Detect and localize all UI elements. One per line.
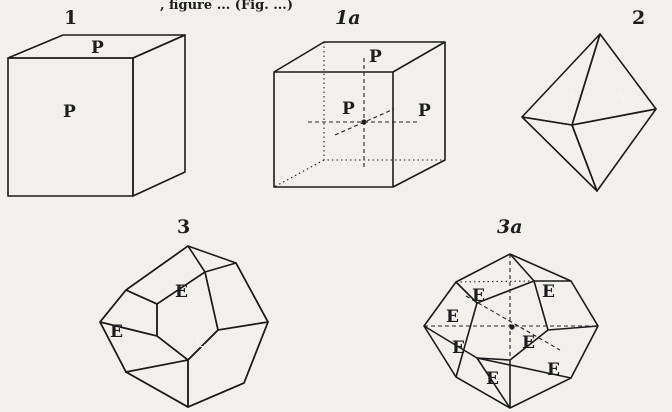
wire-dodeca-hidden-edge: [456, 281, 534, 282]
figure-1a-number: 1a: [335, 7, 361, 29]
wire-dodeca-label-6: E: [486, 369, 499, 389]
figure-3-number: 3: [177, 216, 190, 238]
wire-cube-label-side: P: [418, 101, 431, 121]
wire-dodeca-outline: [424, 254, 598, 408]
cube-top-label: P: [91, 38, 104, 58]
figure-2-number: 2: [632, 7, 645, 29]
wire-cube-label-top: P: [369, 47, 382, 67]
wire-dodeca-edges-center: [477, 281, 598, 330]
wire-cube-label-front: P: [342, 99, 355, 119]
figure-2-octahedron: 2 A A: [522, 7, 656, 191]
cube-front-face: [8, 58, 133, 196]
dodeca-label-top: E: [175, 282, 188, 302]
dodeca-right-face: [205, 263, 268, 330]
cube-front-label: P: [63, 102, 76, 122]
wire-dodeca-label-5: E: [522, 333, 535, 353]
wire-dodeca-center-point: [509, 324, 514, 329]
figure-3-dodecahedron: 3 E E E: [100, 216, 268, 407]
wire-cube-top-edges: [274, 42, 445, 72]
octa-label-left: A: [564, 88, 578, 107]
dodeca-label-center: E: [194, 332, 206, 351]
wire-dodeca-label-2: E: [542, 282, 555, 302]
octa-lower-left-face: [522, 117, 597, 191]
wire-dodeca-label-7: E: [547, 360, 560, 380]
octa-upper-left-face: [522, 34, 600, 125]
figure-3a-number: 3a: [497, 216, 523, 238]
figure-1a-wire-cube: 1a P P P: [274, 7, 445, 187]
caption-fragment: , figure ... (Fig. ...): [160, 0, 293, 13]
octa-label-right: A: [613, 88, 627, 107]
dodeca-label-left: E: [110, 322, 123, 342]
figure-1-cube: 1 P P: [8, 7, 185, 196]
wire-dodeca-label-4: E: [452, 338, 465, 358]
wire-dodeca-label-1: E: [472, 286, 485, 306]
wire-dodeca-edge-mid: [477, 330, 548, 360]
center-point: [361, 119, 366, 124]
wire-cube-front-face: [274, 72, 393, 187]
cube-side-face: [133, 35, 185, 196]
dodeca-bottom-face: [126, 360, 188, 407]
wire-cube-hidden-edge-bottom: [274, 160, 324, 187]
wire-dodeca-label-3: E: [446, 307, 459, 327]
figure-3a-wire-dodecahedron: 3a E E E E E E E: [424, 216, 598, 408]
figure-1-number: 1: [64, 7, 77, 29]
